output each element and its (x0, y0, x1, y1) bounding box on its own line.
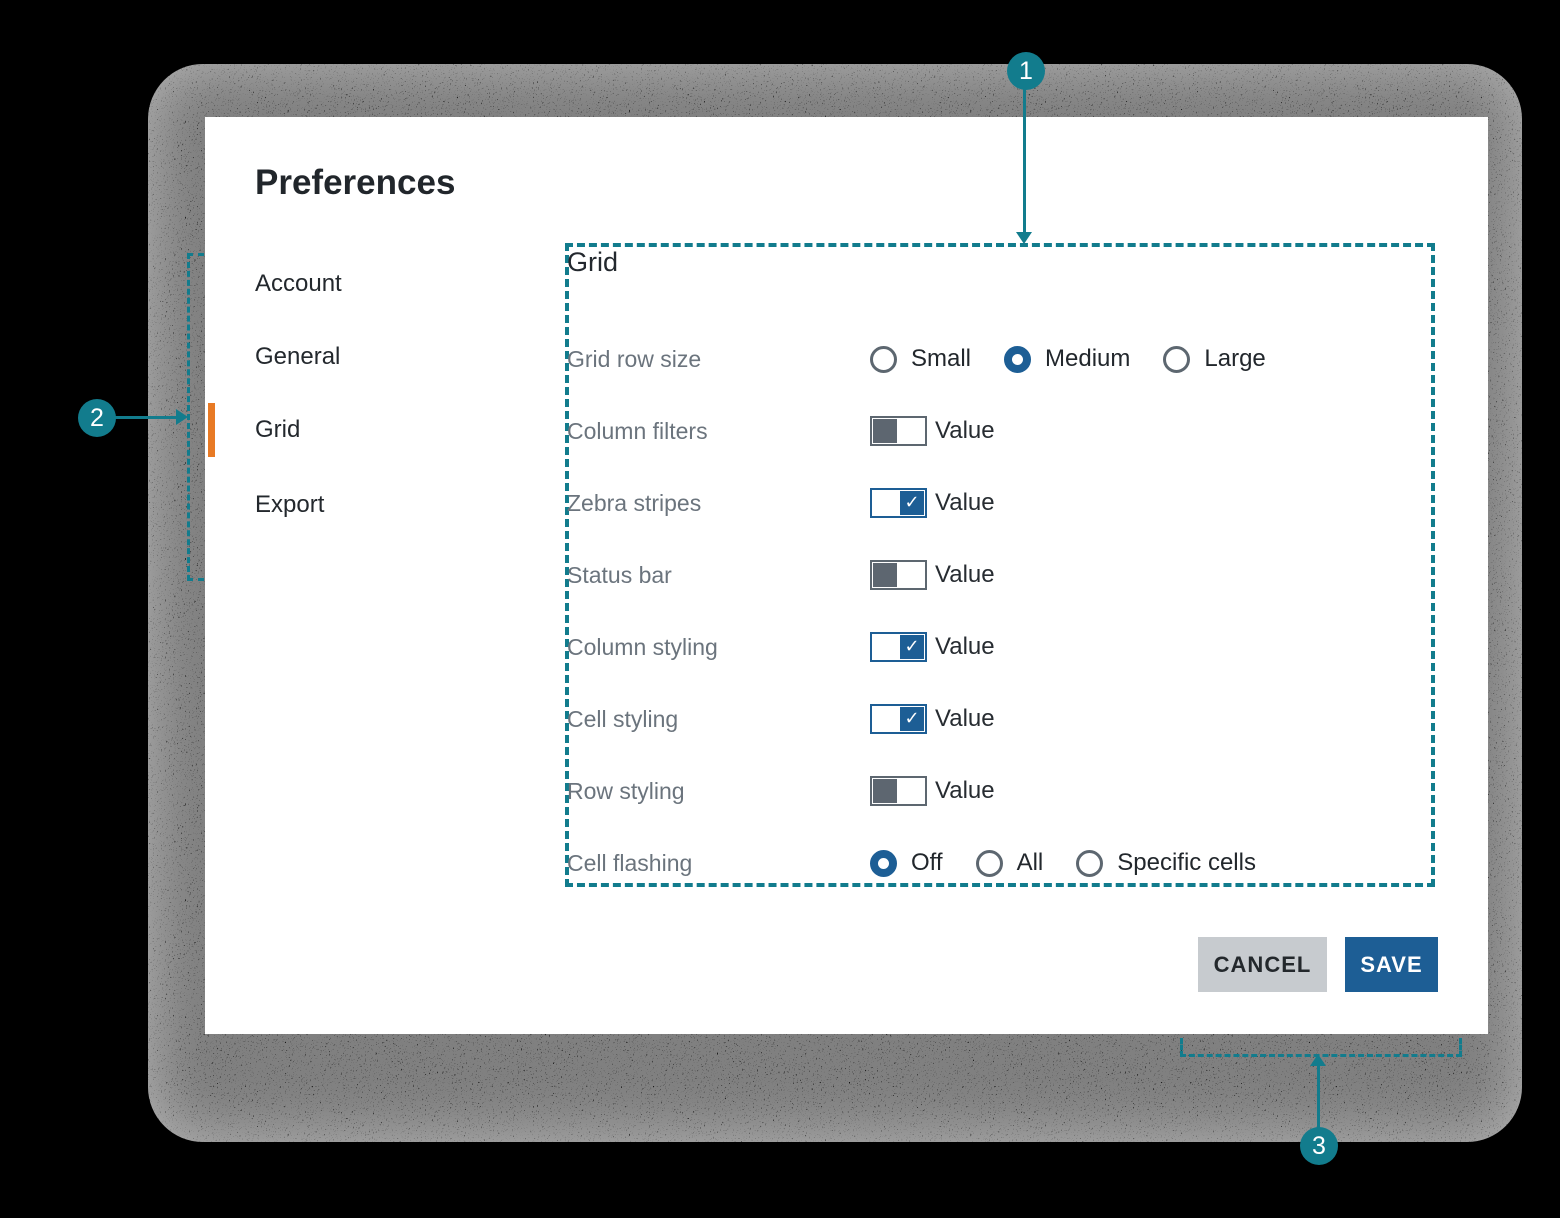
radio-option-large[interactable]: Large (1163, 345, 1266, 373)
setting-controls: ✓ Value (870, 488, 995, 518)
checkmark-icon: ✓ (900, 491, 924, 515)
sidebar-item-grid[interactable]: Grid (208, 403, 300, 457)
annotation-marker-1: 1 (1007, 52, 1045, 90)
setting-controls: Value (870, 776, 995, 806)
setting-label: Column styling (567, 633, 718, 660)
radio-unselected-icon[interactable] (870, 345, 897, 373)
toggle-value-label: Value (935, 633, 995, 660)
annotation-arrow-line-3 (1317, 1066, 1320, 1128)
save-button[interactable]: SAVE (1345, 937, 1438, 992)
setting-controls: Small Medium Large (870, 345, 1299, 373)
radio-option-medium[interactable]: Medium (1004, 345, 1130, 373)
setting-row-grid-row-size: Grid row size Small Medium Large (567, 341, 1427, 377)
radio-option-off[interactable]: Off (870, 849, 943, 877)
radio-unselected-icon[interactable] (975, 849, 1003, 877)
cancel-button[interactable]: CANCEL (1198, 937, 1327, 992)
panel-heading: Grid (567, 247, 619, 277)
toggle-switch-off[interactable] (870, 560, 927, 590)
checkmark-glyph: ✓ (904, 636, 920, 657)
toggle-value-label: Value (935, 489, 995, 516)
radio-label: Off (911, 849, 943, 876)
checkmark-glyph: ✓ (904, 708, 920, 729)
annotation-arrow-line-1 (1023, 88, 1026, 234)
toggle-value-label: Value (935, 417, 995, 444)
toggle-thumb (873, 779, 897, 803)
radio-label: All (1016, 849, 1044, 876)
sidebar-item-general[interactable]: General (255, 343, 341, 370)
annotation-region-sidebar (187, 253, 204, 581)
setting-controls: Value (870, 416, 995, 446)
radio-option-all[interactable]: All (975, 849, 1044, 877)
checkmark-icon: ✓ (900, 635, 924, 659)
radio-unselected-icon[interactable] (1076, 849, 1104, 877)
setting-row-column-styling: Column styling ✓ Value (567, 629, 1427, 665)
radio-unselected-icon[interactable] (1163, 345, 1191, 373)
setting-row-zebra-stripes: Zebra stripes ✓ Value (567, 485, 1427, 521)
toggle-value-label: Value (935, 705, 995, 732)
toggle-switch-off[interactable] (870, 776, 927, 806)
active-item-indicator (208, 403, 215, 457)
setting-label: Row styling (567, 777, 685, 804)
arrow-right-icon (176, 409, 188, 425)
radio-label: Medium (1045, 345, 1131, 372)
toggle-value-label: Value (935, 777, 995, 804)
setting-row-column-filters: Column filters Value (567, 413, 1427, 449)
arrow-up-icon (1310, 1054, 1326, 1066)
setting-controls: ✓ Value (870, 704, 995, 734)
annotation-arrow-line-2 (114, 416, 178, 419)
checkmark-glyph: ✓ (904, 492, 920, 513)
toggle-value-label: Value (935, 561, 995, 588)
radio-label: Large (1204, 345, 1266, 372)
toggle-thumb (873, 563, 897, 587)
setting-label: Column filters (567, 417, 708, 444)
checkmark-icon: ✓ (900, 707, 924, 731)
setting-row-cell-flashing: Cell flashing Off All Specific cells (567, 845, 1427, 881)
setting-label: Grid row size (567, 345, 702, 372)
sidebar-item-export[interactable]: Export (255, 491, 325, 518)
setting-row-status-bar: Status bar Value (567, 557, 1427, 593)
setting-row-row-styling: Row styling Value (567, 773, 1427, 809)
page-title: Preferences (255, 163, 456, 202)
annotation-marker-2: 2 (78, 399, 116, 437)
toggle-switch-on[interactable]: ✓ (870, 632, 927, 662)
setting-controls: ✓ Value (870, 632, 995, 662)
setting-label: Zebra stripes (567, 489, 702, 516)
sidebar-item-account[interactable]: Account (255, 270, 342, 297)
radio-selected-icon[interactable] (870, 849, 897, 877)
annotation-marker-3: 3 (1300, 1127, 1338, 1165)
radio-option-specific-cells[interactable]: Specific cells (1076, 849, 1256, 877)
toggle-switch-on[interactable]: ✓ (870, 488, 927, 518)
radio-label: Specific cells (1117, 849, 1256, 876)
setting-row-cell-styling: Cell styling ✓ Value (567, 701, 1427, 737)
setting-label: Cell flashing (567, 849, 693, 876)
radio-option-small[interactable]: Small (870, 345, 971, 373)
setting-controls: Value (870, 560, 995, 590)
setting-controls: Off All Specific cells (870, 849, 1289, 877)
toggle-thumb (873, 419, 897, 443)
setting-label: Cell styling (567, 705, 679, 732)
toggle-switch-on[interactable]: ✓ (870, 704, 927, 734)
toggle-switch-off[interactable] (870, 416, 927, 446)
setting-label: Status bar (567, 561, 672, 588)
radio-label: Small (911, 345, 972, 372)
radio-selected-icon[interactable] (1004, 345, 1032, 373)
arrow-down-icon (1016, 232, 1032, 244)
